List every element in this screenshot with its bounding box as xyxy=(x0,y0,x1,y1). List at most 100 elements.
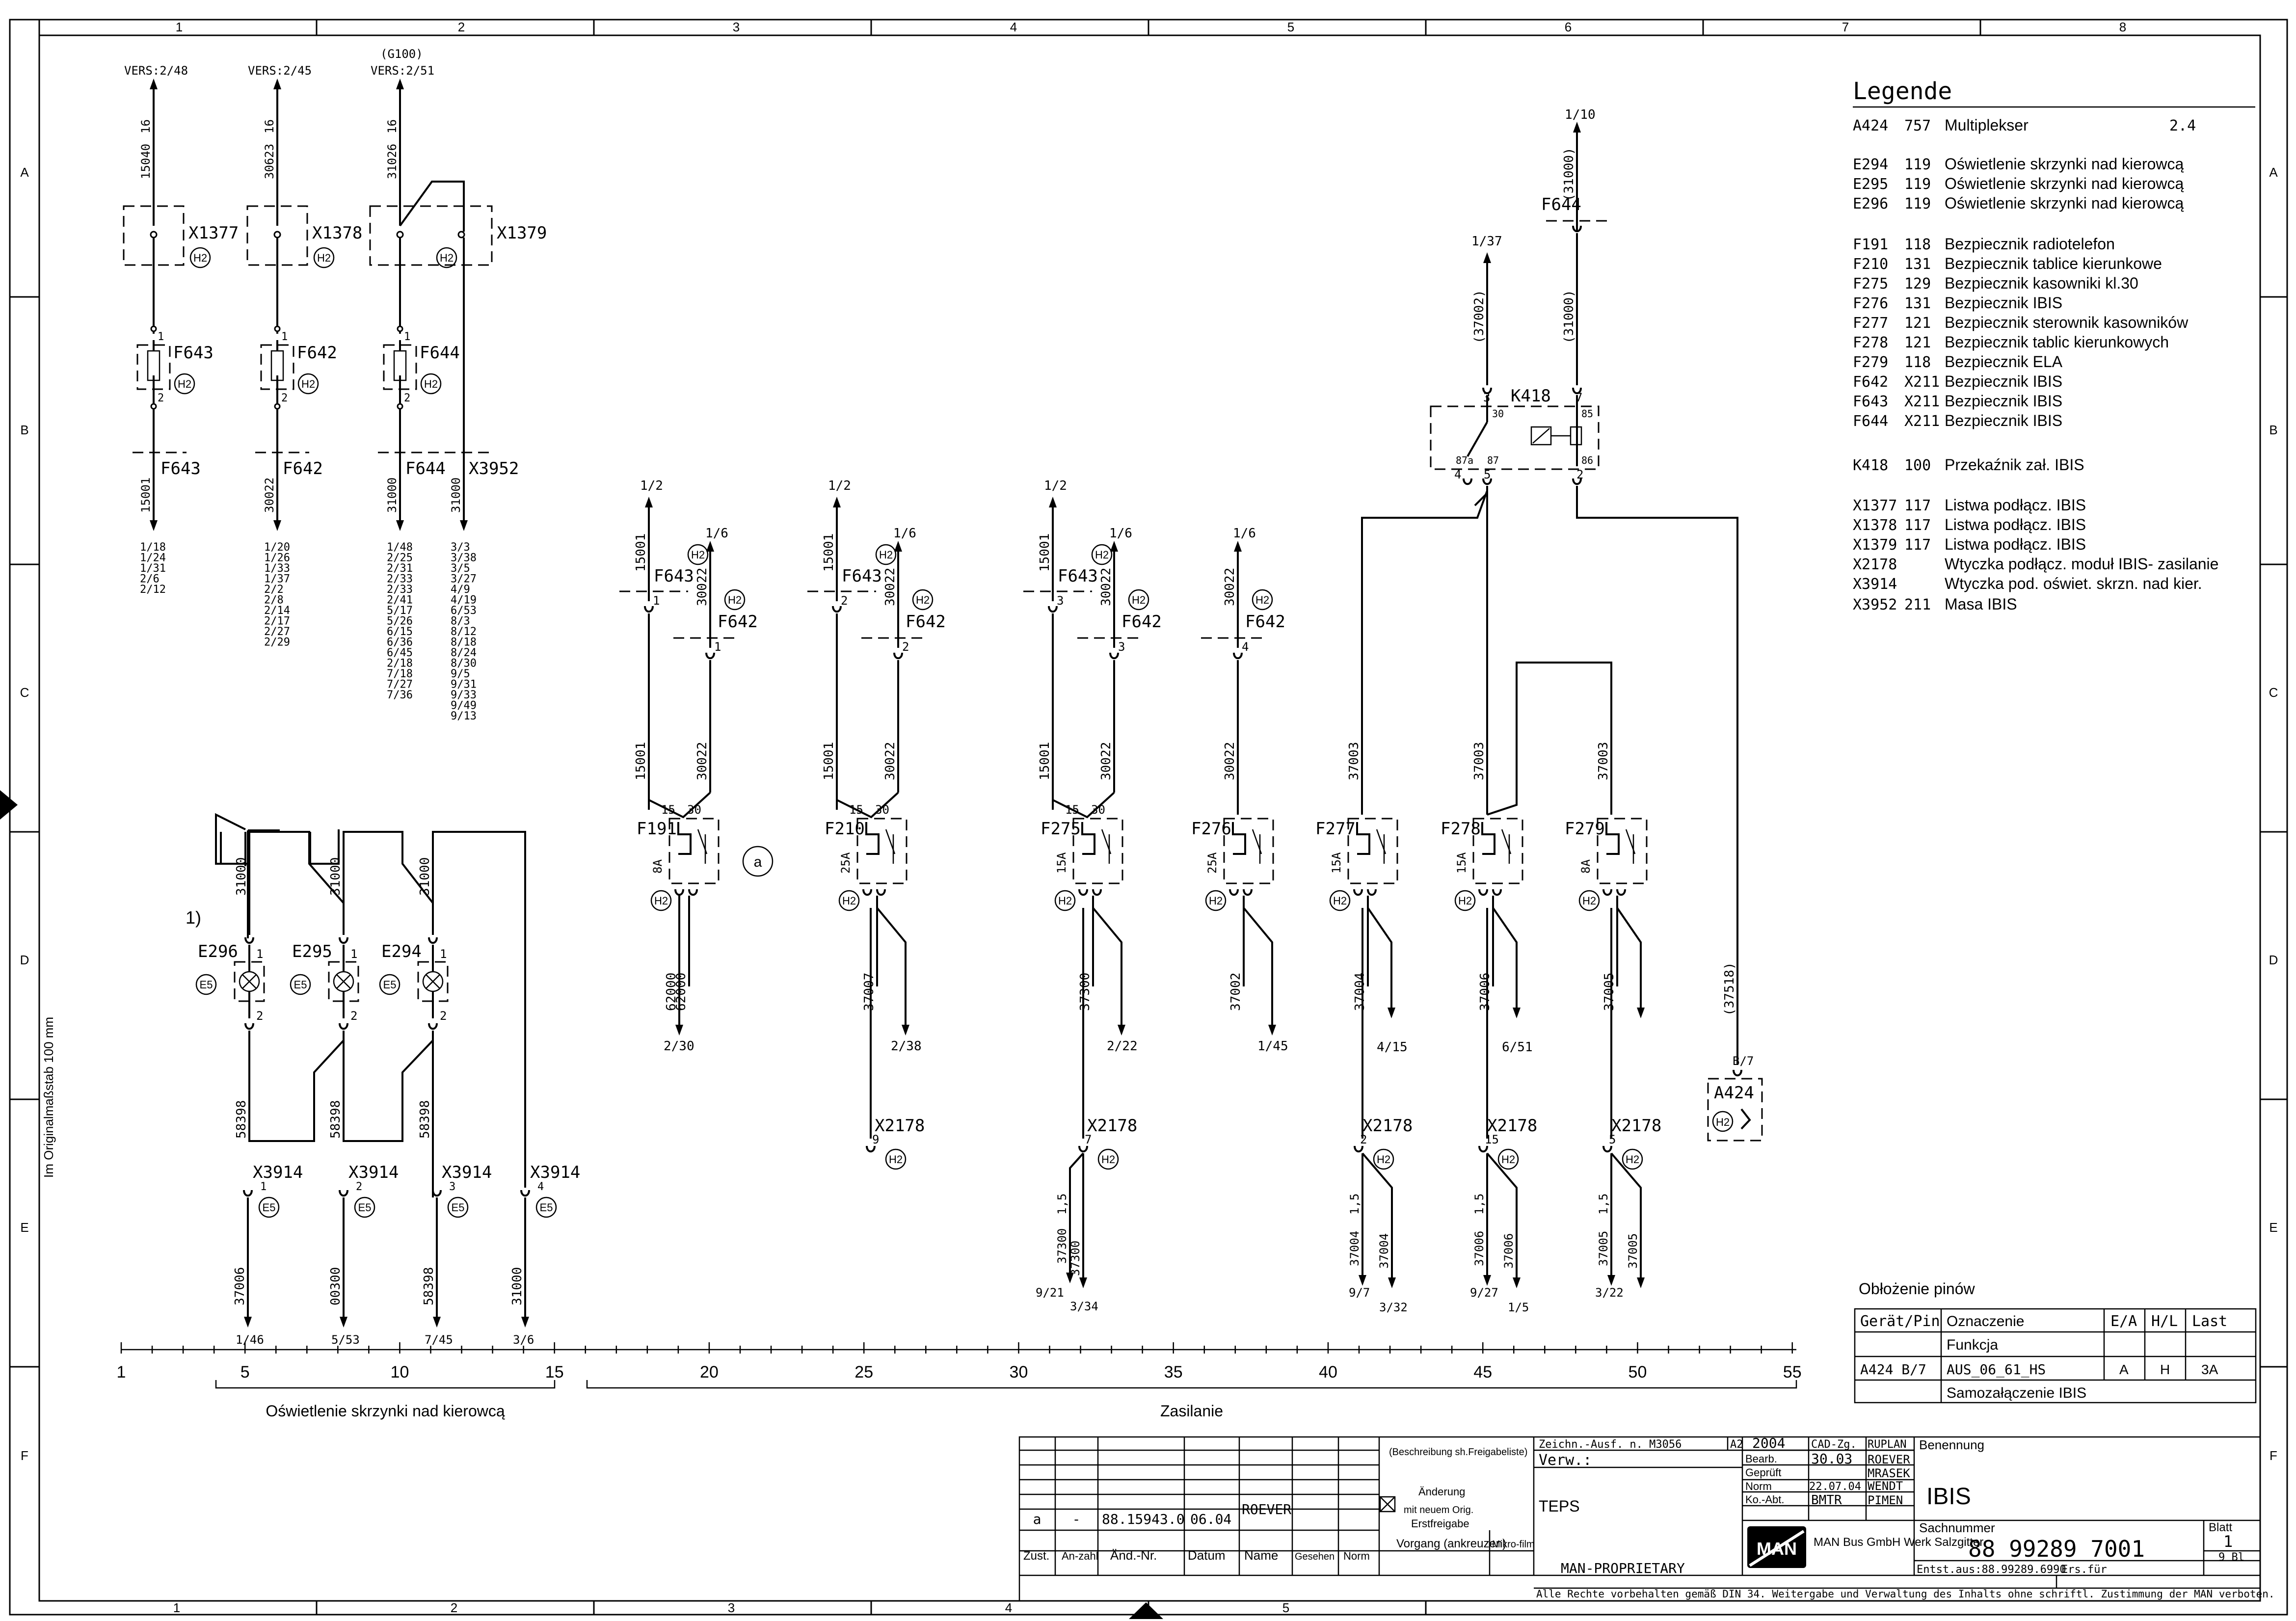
legend-ref: A424 xyxy=(1853,117,1888,134)
tb-blatt-no: 1 xyxy=(2223,1532,2233,1551)
h2-badge: H2 xyxy=(1255,594,1269,606)
pin: 4 xyxy=(1242,640,1249,654)
legend-text: Bezpiecznik ELA xyxy=(1945,353,2063,371)
h2-badge: H2 xyxy=(916,594,930,606)
h2-badge: H2 xyxy=(440,252,454,264)
x2178-pin: 9 xyxy=(872,1133,879,1146)
h2-badge: H2 xyxy=(317,252,331,264)
a424-h2: H2 xyxy=(1716,1116,1730,1128)
page-ref: 2/12 xyxy=(140,584,166,596)
legend-extra: 2.4 xyxy=(2169,117,2196,134)
e5-badge: E5 xyxy=(383,979,397,991)
fuse-f643: F643 xyxy=(173,343,214,363)
legend-code: 757 xyxy=(1904,117,1931,134)
tb-vorgang: Vorgang (ankreuzen) xyxy=(1396,1537,1506,1550)
e5-badge: E5 xyxy=(358,1201,372,1214)
tb-head-aendnr: Änd.-Nr. xyxy=(1110,1548,1157,1563)
legend-text: Bezpiecznik tablice kierunkowe xyxy=(1945,255,2162,272)
legend-ref: X2178 xyxy=(1853,556,1897,573)
page-ref: 1/33 xyxy=(264,562,290,575)
e5-badge: E5 xyxy=(294,979,307,991)
x3914-ref: 3/6 xyxy=(513,1333,534,1347)
fuse-name: F279 xyxy=(1565,819,1605,839)
page-ref: 5/26 xyxy=(387,615,413,628)
bottom-wire-b: 37004 xyxy=(1377,1233,1391,1269)
legend-code: 119 xyxy=(1904,156,1931,173)
fuse-name: F278 xyxy=(1441,819,1481,839)
fuse-f642-label: F642 xyxy=(718,612,758,632)
x3914-ref: 1/46 xyxy=(236,1333,264,1347)
lamp-circuit: 1) 3100012E296E53100012E295E53100012E294… xyxy=(186,813,580,1347)
page-ref: 8/30 xyxy=(451,658,477,670)
tb-beschreibung: (Beschreibung sh.Freigabeliste) xyxy=(1389,1447,1527,1458)
wire-in-b-lower: 30022 xyxy=(883,742,898,780)
legend-code: 119 xyxy=(1904,176,1931,193)
h2-badge: H2 xyxy=(1501,1153,1515,1166)
page-ref: 3/27 xyxy=(451,573,477,585)
page-ref: 3/38 xyxy=(451,552,477,564)
tb-rev-date: 06.04 xyxy=(1190,1511,1231,1527)
legend-ref: F276 xyxy=(1853,295,1888,312)
legend-code: 118 xyxy=(1904,236,1931,253)
vers-label-2: VERS:2/45 xyxy=(248,64,312,78)
tb-norm: Norm xyxy=(1745,1480,1772,1492)
ruler-tick-label: 25 xyxy=(854,1363,873,1382)
tb-bearb-name: ROEVER xyxy=(1868,1453,1910,1466)
fuse-name: F275 xyxy=(1041,819,1081,839)
fuse-f642-label: F642 xyxy=(1245,612,1285,632)
ruler-tick-label: 35 xyxy=(1164,1363,1183,1382)
col-label-b2: 2 xyxy=(451,1600,457,1615)
relay-pin-4: 4 xyxy=(1454,468,1461,481)
h2-badge: H2 xyxy=(1582,895,1596,907)
legend-code: 117 xyxy=(1904,536,1931,554)
wire-out: 37300 xyxy=(1078,973,1093,1011)
gauge-15: 1,5 xyxy=(1472,1194,1486,1215)
page-ref: 6/15 xyxy=(387,626,413,638)
tb-koabt: Ko.-Abt. xyxy=(1745,1493,1784,1506)
page-ref: 8/3 xyxy=(451,615,470,628)
tb-sachnummer: Sachnummer xyxy=(1919,1520,1995,1535)
wire-out-ref: 1/45 xyxy=(1257,1039,1288,1054)
legend-text: Przekaźnik zał. IBIS xyxy=(1945,456,2084,474)
legend-text: Bezpiecznik kasowniki kl.30 xyxy=(1945,274,2138,292)
page-ref: 1/18 xyxy=(140,541,166,554)
page-ref: 2/33 xyxy=(387,584,413,596)
tb-rev-no: 88.15943.0 xyxy=(1102,1511,1185,1527)
wire-in-b: 30022 xyxy=(1099,568,1114,606)
page-ref: 1/37 xyxy=(264,573,290,585)
page-ref: 9/5 xyxy=(451,668,470,680)
page-ref: 1/20 xyxy=(264,541,290,554)
fuse-f642-label: F642 xyxy=(906,612,946,632)
bottom-wire-b: 37006 xyxy=(1502,1233,1516,1269)
ruler-tick-label: 1 xyxy=(117,1363,126,1382)
lamp-e294: E294 xyxy=(381,942,422,961)
wire-in-b: 30022 xyxy=(1223,568,1237,606)
wire-in-a: 15001 xyxy=(1038,533,1052,572)
tb-benennung: Benennung xyxy=(1919,1437,1984,1452)
h2-badge: H2 xyxy=(178,378,191,390)
tb-blatt: Blatt xyxy=(2209,1521,2232,1534)
col-label-b5: 5 xyxy=(1282,1600,1289,1615)
gauge-2: 16 xyxy=(263,119,276,133)
row-label-re: E xyxy=(2269,1220,2277,1235)
legend-code: 117 xyxy=(1904,497,1931,514)
tb-head-gesehen: Gesehen xyxy=(1295,1551,1335,1562)
tb-man: MAN xyxy=(1757,1539,1797,1559)
page-ref: 8/24 xyxy=(451,647,477,659)
relay-pin-87: 87 xyxy=(1487,454,1499,466)
row-label-rd: D xyxy=(2269,953,2278,967)
legend-ref: X3952 xyxy=(1853,596,1897,613)
col-label-b3: 3 xyxy=(728,1600,735,1615)
relay-pin-5: 5 xyxy=(1484,468,1491,481)
tb-norm-name: WENDT xyxy=(1868,1479,1903,1493)
h2-badge: H2 xyxy=(691,549,705,561)
legend-ref: F210 xyxy=(1853,256,1888,273)
legend-ref: E296 xyxy=(1853,195,1888,213)
pin: 3 xyxy=(1118,640,1125,654)
ruler-tick-label: 40 xyxy=(1319,1363,1337,1382)
a424-label: A424 xyxy=(1714,1083,1754,1103)
fuse-columns: 1/215001F643H21150011/630022F642H2130022… xyxy=(619,478,1661,1314)
legend-text: Oświetlenie skrzynki nad kierowcą xyxy=(1945,155,2184,173)
